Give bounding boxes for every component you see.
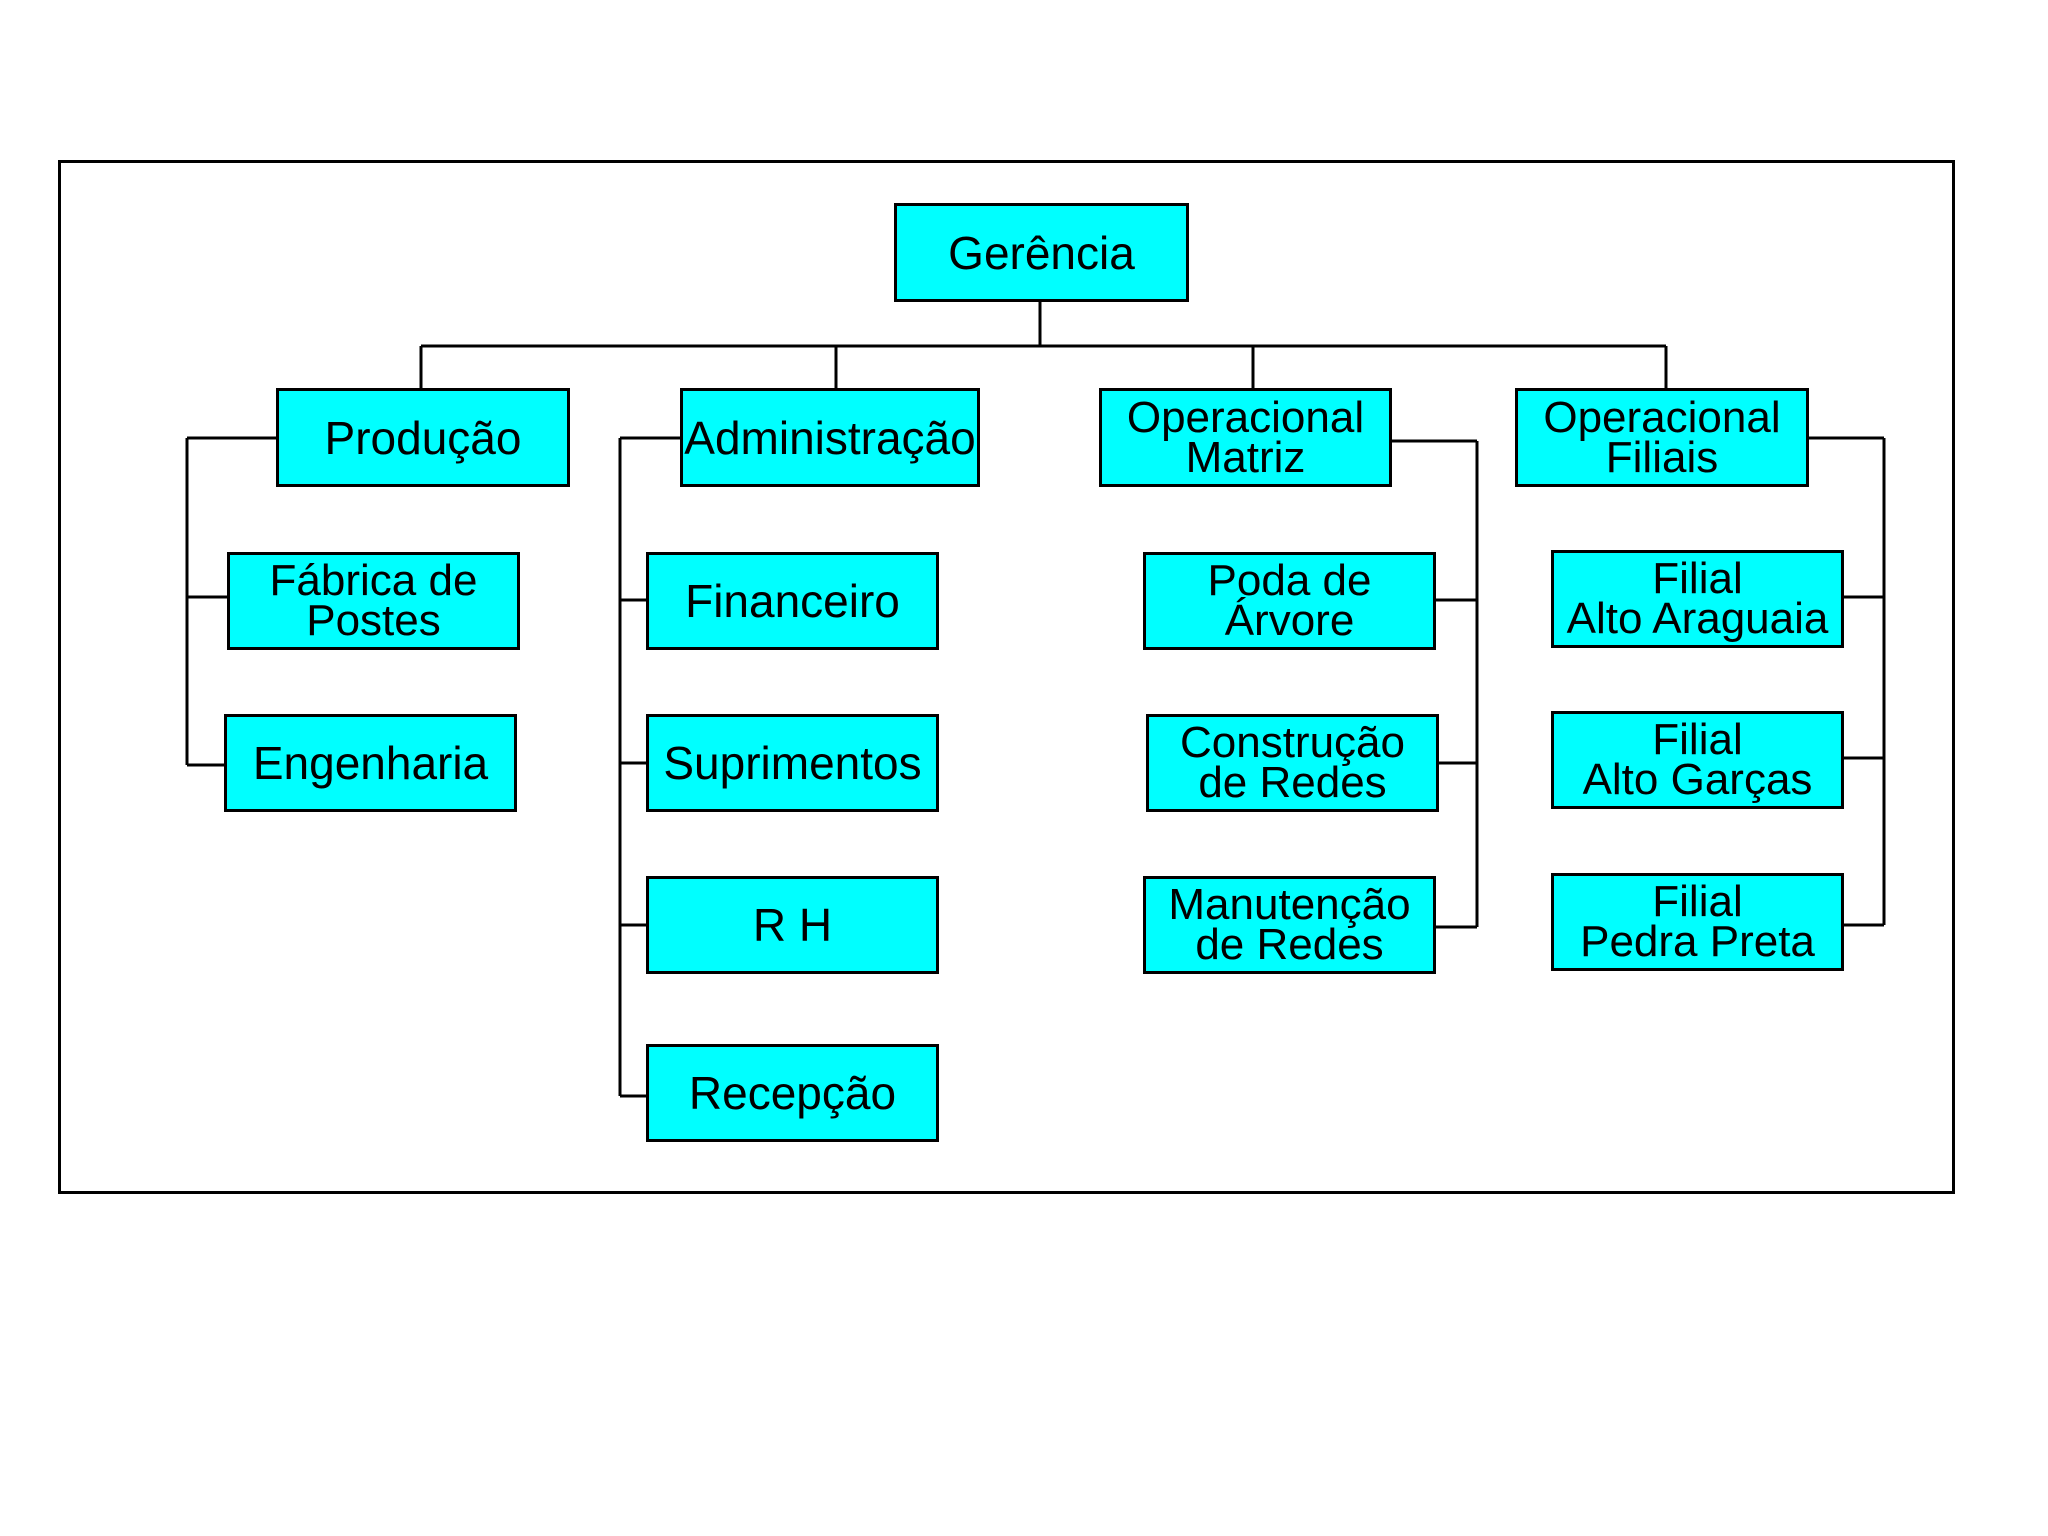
node-fabrica-de-postes: Fábrica de Postes bbox=[227, 552, 520, 650]
node-financeiro: Financeiro bbox=[646, 552, 939, 650]
node-operacional-matriz: Operacional Matriz bbox=[1099, 388, 1392, 487]
node-administracao: Administração bbox=[680, 388, 980, 487]
node-filial-alto-araguaia: Filial Alto Araguaia bbox=[1551, 550, 1844, 648]
node-filial-pedra-preta: Filial Pedra Preta bbox=[1551, 873, 1844, 971]
node-operacional-filiais: Operacional Filiais bbox=[1515, 388, 1809, 487]
diagram-frame bbox=[58, 160, 1955, 1194]
node-manutencao-de-redes: Manutenção de Redes bbox=[1143, 876, 1436, 974]
node-engenharia: Engenharia bbox=[224, 714, 517, 812]
node-gerencia: Gerência bbox=[894, 203, 1189, 302]
node-construcao-de-redes: Construção de Redes bbox=[1146, 714, 1439, 812]
node-filial-alto-garcas: Filial Alto Garças bbox=[1551, 711, 1844, 809]
node-producao: Produção bbox=[276, 388, 570, 487]
node-recepcao: Recepção bbox=[646, 1044, 939, 1142]
node-rh: R H bbox=[646, 876, 939, 974]
node-poda-de-arvore: Poda de Árvore bbox=[1143, 552, 1436, 650]
node-suprimentos: Suprimentos bbox=[646, 714, 939, 812]
